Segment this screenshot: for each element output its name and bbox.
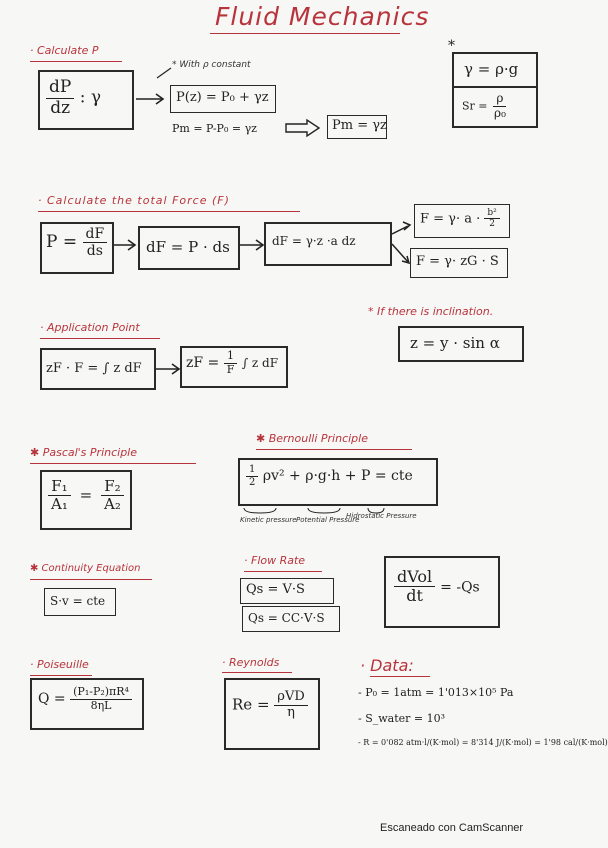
data-p0: - P₀ = 1atm = 1'013×10⁵ Pa — [358, 686, 514, 699]
arrow-icon — [156, 363, 181, 375]
section-heading-continuity: ✱ Continuity Equation — [30, 563, 141, 574]
force-box5 — [410, 248, 508, 278]
inclination-box — [398, 326, 524, 362]
dvol-box — [384, 556, 500, 628]
section-heading-force: · Calculate the total Force (F) — [38, 194, 230, 207]
continuity-box — [44, 588, 116, 616]
continuity-eq: S·v = cte — [50, 594, 106, 608]
bernoulli-label-kinetic: Kinetic pressure — [240, 516, 297, 524]
poiseuille-box — [30, 678, 144, 730]
arrow-icon — [240, 239, 265, 251]
section-heading-poiseuille: · Poiseuille — [30, 658, 89, 671]
section-heading-pascal: ✱ Pascal's Principle — [30, 446, 138, 459]
bernoulli-label-potential: Potential Pressure — [296, 516, 360, 524]
pressure-main-box — [38, 70, 134, 130]
pressure-eq1: P(z) = P₀ + γz — [176, 90, 269, 105]
force-box1 — [40, 222, 114, 274]
pressure-eq1-box — [170, 85, 276, 113]
flow-box2 — [242, 606, 340, 632]
reynolds-box — [224, 678, 320, 750]
force-eq2: dF = P · ds — [146, 238, 230, 256]
force-box3 — [264, 222, 392, 266]
force-eq3: dF = γ·z ·a dz — [272, 234, 356, 248]
pascal-box — [40, 470, 132, 530]
force-box2 — [138, 226, 240, 270]
bernoulli-box — [238, 458, 438, 506]
application-box1 — [40, 348, 156, 390]
data-s-water: - S_water = 10³ — [358, 712, 446, 725]
pressure-note: * With ρ constant — [172, 60, 251, 70]
page-title: Fluid Mechanics — [215, 2, 430, 31]
gamma-eq1: γ = ρ·g — [464, 60, 519, 78]
section-heading-inclination: * If there is inclination. — [368, 305, 494, 318]
section-heading-bernoulli: ✱ Bernoulli Principle — [256, 432, 368, 445]
section-heading-pressure: · Calculate P — [30, 44, 99, 57]
section-heading-application: · Application Point — [40, 321, 140, 334]
arrow-icon — [136, 93, 165, 105]
star-icon: * — [448, 38, 455, 54]
brace-icon — [243, 507, 385, 514]
pressure-eq2: Pm = P-P₀ = γz — [172, 122, 257, 135]
arrow-icon — [114, 239, 137, 251]
pressure-eq3-box — [327, 115, 387, 139]
force-box4 — [414, 204, 510, 238]
double-arrow-icon — [285, 118, 321, 138]
flow-box1 — [240, 578, 334, 604]
flow-eq1: Qs = V·S — [246, 582, 305, 597]
small-arrow-icon — [156, 67, 172, 79]
data-r: - R = 0'082 atm·l/(K·mol) = 8'314 J/(K·m… — [358, 738, 608, 747]
section-heading-flow: · Flow Rate — [244, 554, 306, 567]
section-heading-reynolds: · Reynolds — [222, 656, 280, 669]
force-eq5: F = γ· zG · S — [416, 254, 499, 269]
bernoulli-label-hidrostatic: Hidrostatic Pressure — [346, 512, 417, 520]
gamma-box — [452, 52, 538, 128]
inclination-eq: z = y · sin α — [410, 334, 500, 352]
flow-eq2: Qs = CC·V·S — [248, 611, 325, 625]
title-underline — [210, 33, 400, 34]
application-box2 — [180, 346, 288, 388]
scanner-watermark: Escaneado con CamScanner — [380, 822, 524, 834]
application-eq1: zF · F = ∫ z dF — [46, 361, 142, 376]
branch-arrow-icon — [391, 221, 412, 265]
section-heading-data: · Data: — [360, 656, 414, 675]
pressure-eq3: Pm = γz — [332, 118, 387, 133]
